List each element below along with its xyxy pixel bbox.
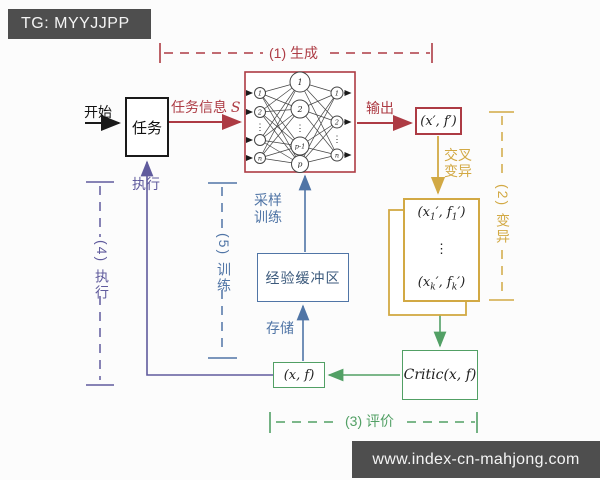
bracket-1-label: (1) 生成 [269,45,318,61]
website-watermark: www.index-cn-mahjong.com [352,441,600,478]
experience-buffer-label: 经验缓冲区 [265,269,341,286]
bracket-5-label: (5) 训练 [216,233,232,294]
start-label: 开始 [84,104,112,120]
task-info-label: 任务信息 S [171,99,241,116]
bracket-4-execution [86,181,114,386]
svg-text:p: p [298,160,303,169]
svg-text:2: 2 [334,119,339,127]
bracket-3-evaluation [269,412,478,433]
critic-value: Critic(x, f) [403,367,477,383]
svg-text:2: 2 [257,109,262,117]
svg-text:1: 1 [297,78,302,87]
critic-box: Critic(x, f) [402,350,478,400]
svg-text:n: n [335,152,339,160]
xf-value: (x, f) [283,367,315,383]
bracket-2-label: (2) 变异 [495,184,511,245]
xf-box: (x, f) [273,362,325,388]
svg-text:⋮: ⋮ [333,135,342,145]
svg-text:⋮: ⋮ [296,124,305,134]
store-label: 存储 [266,320,294,336]
offspring-box: (x1′, f1′) ⋮ (xk′, fk′) [403,198,480,302]
bracket-5-training [208,182,237,359]
xf-prime-value: (x′, f′) [420,113,457,129]
xf-prime-box: (x′, f′) [415,107,462,135]
nn-nodes [254,71,344,173]
svg-text:p-1: p-1 [295,143,306,151]
bracket-4-label: (4) 执行 [94,240,110,301]
nn-output-arrows [344,90,352,158]
telegram-watermark: TG: MYYJJPP [8,9,151,39]
task-label: 任务 [131,119,162,137]
svg-text:2: 2 [296,105,302,114]
offspring-last: (xk′, fk′) [417,275,466,293]
svg-text:⋮: ⋮ [256,123,265,133]
offspring-dots: ⋮ [435,241,448,257]
experience-buffer-box: 经验缓冲区 [257,253,349,302]
sampling-training-label: 采样 训练 [254,192,282,225]
bracket-3-label: (3) 评价 [345,413,394,429]
task-box: 任务 [125,97,169,157]
nn-node-labels: 1 2 n ⋮ 1 2 p-1 p ⋮ 1 2 n ⋮ [256,78,342,169]
svg-text:n: n [258,155,262,163]
crossover-mutation-label: 交叉 变异 [444,147,472,179]
execute-loop-arrow [140,160,273,376]
svg-text:1: 1 [258,90,262,98]
nn-input-arrows [246,90,253,161]
svg-text:1: 1 [335,90,339,98]
bracket-2-mutation [489,111,514,301]
bracket-1-generation [159,43,433,63]
execute-label: 执行 [132,176,160,192]
output-label: 输出 [366,100,394,116]
offspring-first: (x1′, f1′) [417,205,466,223]
